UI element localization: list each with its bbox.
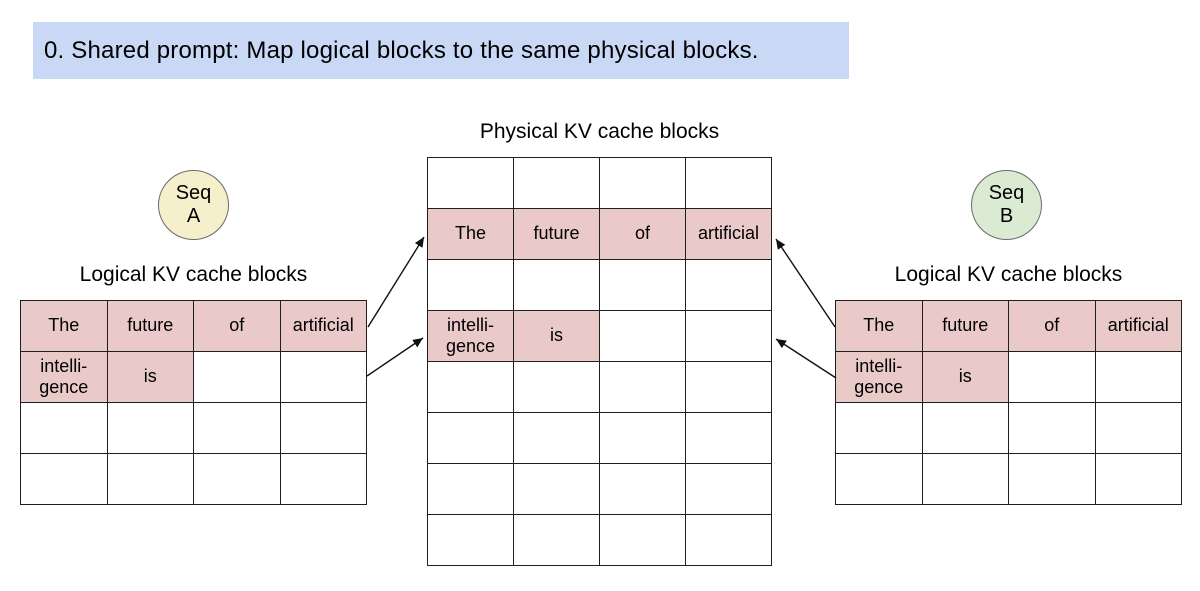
kv-block-cell bbox=[1094, 453, 1182, 505]
kv-block-cell bbox=[599, 412, 686, 464]
kv-block-row bbox=[427, 412, 772, 464]
kv-block-cell bbox=[685, 412, 772, 464]
kv-block-cell: of bbox=[1008, 300, 1096, 352]
arrow-seq-b-block0-to-physical bbox=[775, 238, 836, 328]
kv-block-row bbox=[427, 259, 772, 311]
kv-block-cell bbox=[427, 463, 514, 515]
kv-block-cell: intelli- gence bbox=[835, 351, 923, 403]
seq-b-label: Seq B bbox=[988, 182, 1025, 227]
kv-block-cell bbox=[599, 157, 686, 209]
kv-block-cell bbox=[599, 361, 686, 413]
kv-block-cell bbox=[427, 514, 514, 566]
kv-block-cell bbox=[685, 514, 772, 566]
kv-block-cell bbox=[685, 361, 772, 413]
kv-block-row bbox=[427, 157, 772, 209]
kv-block-cell bbox=[106, 453, 194, 505]
kv-block-cell bbox=[835, 453, 923, 505]
kv-block-cell: The bbox=[835, 300, 923, 352]
kv-block-cell bbox=[427, 157, 514, 209]
kv-block-cell bbox=[1094, 402, 1182, 454]
kv-block-cell bbox=[1094, 351, 1182, 403]
kv-block-cell: of bbox=[599, 208, 686, 260]
kv-block-cell: The bbox=[427, 208, 514, 260]
kv-block-cell bbox=[1008, 402, 1096, 454]
kv-block-cell: The bbox=[20, 300, 108, 352]
kv-block-row bbox=[427, 514, 772, 566]
kv-block-cell: future bbox=[921, 300, 1009, 352]
kv-block-cell bbox=[20, 402, 108, 454]
seq-a-badge: Seq A bbox=[158, 170, 229, 240]
kv-block-cell bbox=[599, 463, 686, 515]
kv-block-cell bbox=[427, 412, 514, 464]
kv-block-cell bbox=[685, 157, 772, 209]
arrow-seq-a-block1-to-physical bbox=[366, 337, 424, 377]
kv-block-cell bbox=[513, 412, 600, 464]
kv-block-cell: future bbox=[106, 300, 194, 352]
kv-block-cell bbox=[921, 402, 1009, 454]
kv-block-row bbox=[835, 402, 1182, 454]
kv-block-cell bbox=[513, 157, 600, 209]
kv-block-cell: is bbox=[513, 310, 600, 362]
kv-block-row bbox=[427, 463, 772, 515]
kv-block-cell bbox=[20, 453, 108, 505]
kv-block-cell bbox=[427, 259, 514, 311]
arrow-seq-a-block0-to-physical bbox=[367, 236, 425, 328]
kv-block-cell: future bbox=[513, 208, 600, 260]
kv-block-cell bbox=[279, 351, 367, 403]
kv-block-cell bbox=[685, 463, 772, 515]
kv-block-cell bbox=[599, 259, 686, 311]
logical-blocks-b-title: Logical KV cache blocks bbox=[894, 263, 1123, 286]
kv-block-cell: intelli- gence bbox=[20, 351, 108, 403]
step-banner-text: 0. Shared prompt: Map logical blocks to … bbox=[44, 36, 759, 64]
kv-block-cell bbox=[513, 361, 600, 413]
kv-block-cell bbox=[1008, 351, 1096, 403]
kv-block-cell bbox=[193, 351, 281, 403]
kv-block-cell: of bbox=[193, 300, 281, 352]
logical-blocks-a-title: Logical KV cache blocks bbox=[79, 263, 308, 286]
kv-block-cell bbox=[685, 310, 772, 362]
kv-block-cell bbox=[921, 453, 1009, 505]
kv-block-cell bbox=[835, 402, 923, 454]
kv-block-cell bbox=[279, 402, 367, 454]
physical-blocks-title: Physical KV cache blocks bbox=[479, 120, 720, 143]
kv-block-cell: is bbox=[921, 351, 1009, 403]
kv-block-row bbox=[835, 453, 1182, 505]
seq-a-label: Seq A bbox=[175, 182, 212, 227]
kv-block-cell bbox=[427, 361, 514, 413]
kv-block-cell bbox=[279, 453, 367, 505]
seq-b-badge: Seq B bbox=[971, 170, 1042, 240]
kv-block-cell: is bbox=[106, 351, 194, 403]
kv-block-row bbox=[20, 402, 367, 454]
kv-block-cell bbox=[193, 453, 281, 505]
kv-block-cell: artificial bbox=[1094, 300, 1182, 352]
kv-block-cell: intelli- gence bbox=[427, 310, 514, 362]
kv-block-cell bbox=[193, 402, 281, 454]
kv-block-cell bbox=[513, 259, 600, 311]
kv-block-row bbox=[20, 453, 367, 505]
kv-block-cell bbox=[1008, 453, 1096, 505]
kv-block-cell: artificial bbox=[685, 208, 772, 260]
step-banner: 0. Shared prompt: Map logical blocks to … bbox=[33, 22, 849, 79]
kv-block-row bbox=[427, 361, 772, 413]
kv-block-cell bbox=[513, 463, 600, 515]
kv-block-cell bbox=[685, 259, 772, 311]
arrow-seq-b-block1-to-physical bbox=[775, 338, 837, 379]
kv-block-cell bbox=[513, 514, 600, 566]
kv-block-cell bbox=[599, 514, 686, 566]
kv-block-cell bbox=[106, 402, 194, 454]
kv-block-cell bbox=[599, 310, 686, 362]
kv-block-cell: artificial bbox=[279, 300, 367, 352]
